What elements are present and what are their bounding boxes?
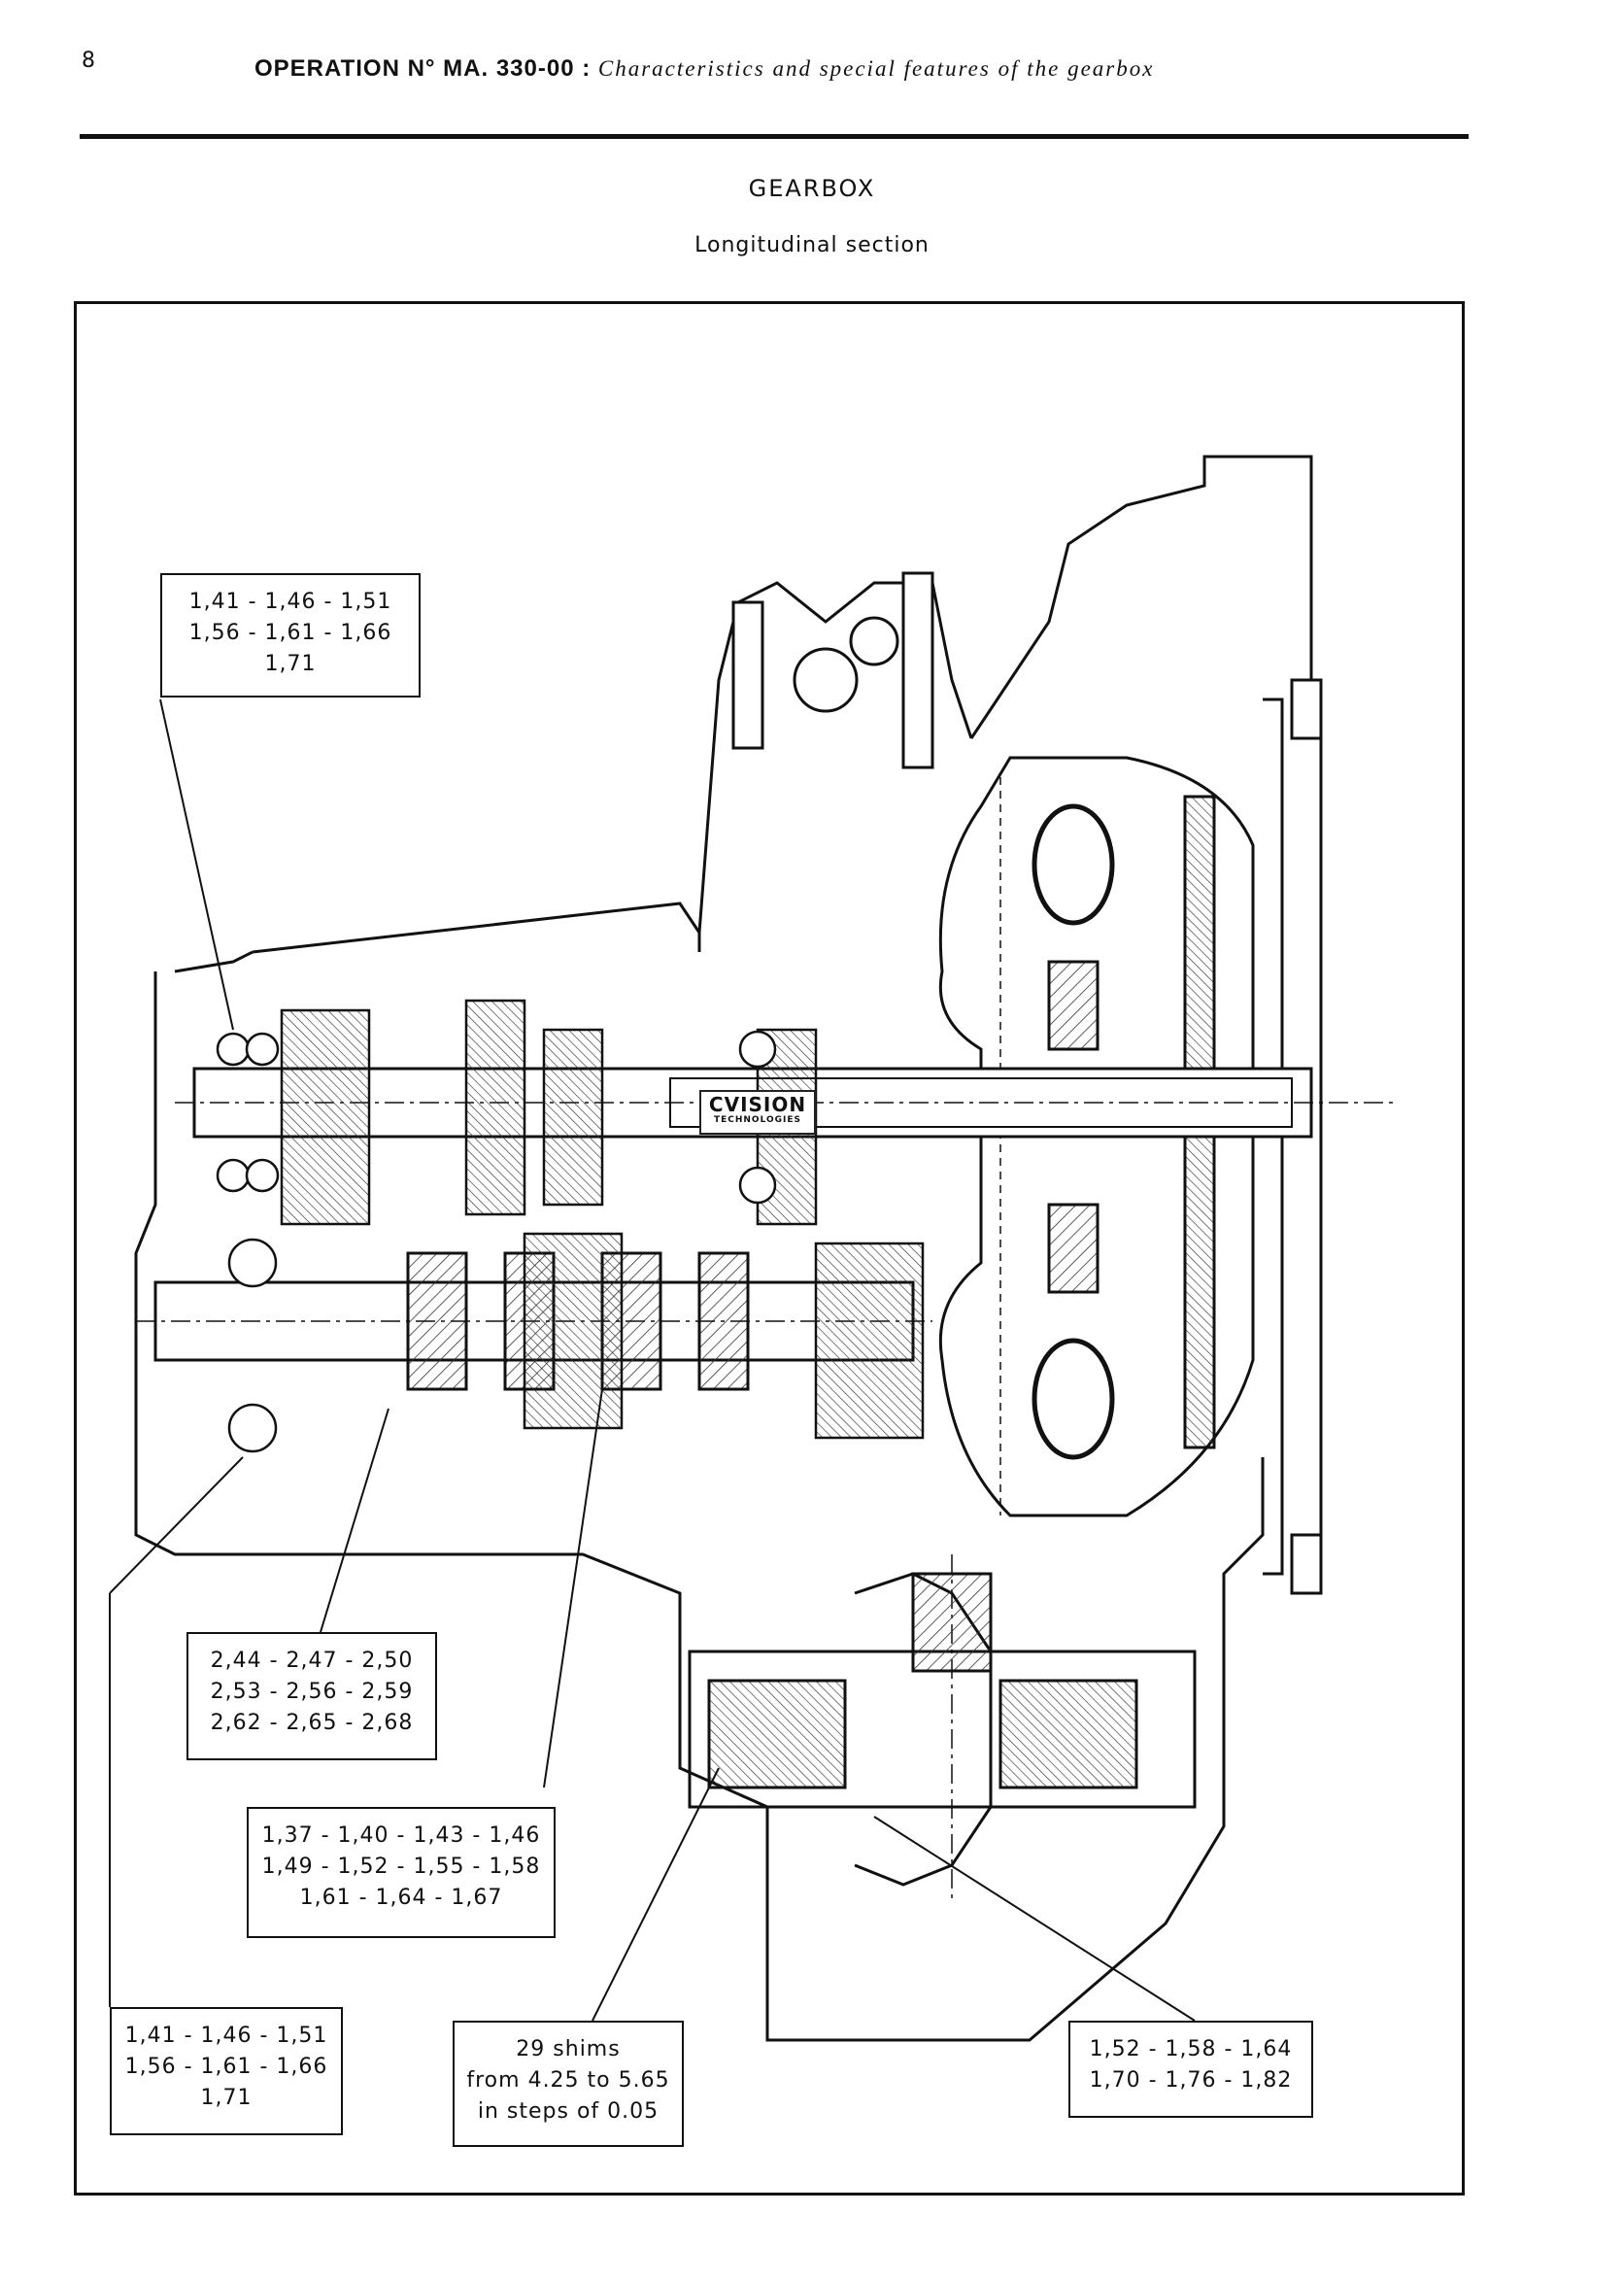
callout-mid-lower: 1,37 - 1,40 - 1,43 - 1,46 1,49 - 1,52 - … xyxy=(247,1807,556,1938)
diagram-frame xyxy=(74,301,1465,2196)
watermark-sub: TECHNOLOGIES xyxy=(713,1115,802,1125)
operation-code: OPERATION N° MA. 330-00 : xyxy=(254,55,592,82)
watermark-main: CVISION xyxy=(708,1093,807,1116)
callout-line: 1,37 - 1,40 - 1,43 - 1,46 xyxy=(261,1823,541,1848)
callout-line: 1,52 - 1,58 - 1,64 xyxy=(1089,2037,1293,2061)
callout-line: 1,56 - 1,61 - 1,66 xyxy=(124,2055,328,2079)
leader-lines xyxy=(109,698,1196,2022)
gears xyxy=(280,999,925,1440)
callout-top-left: 1,41 - 1,46 - 1,51 1,56 - 1,61 - 1,66 1,… xyxy=(160,573,421,698)
callout-line: from 4.25 to 5.65 xyxy=(466,2068,670,2093)
callout-bottom-left: 1,41 - 1,46 - 1,51 1,56 - 1,61 - 1,66 1,… xyxy=(110,2007,343,2135)
callout-bottom-right: 1,52 - 1,58 - 1,64 1,70 - 1,76 - 1,82 xyxy=(1068,2021,1313,2118)
bearings xyxy=(216,1030,777,1453)
callout-line: 2,62 - 2,65 - 2,68 xyxy=(210,1711,414,1735)
callout-line: 1,70 - 1,76 - 1,82 xyxy=(1089,2068,1293,2093)
callout-line: 1,41 - 1,46 - 1,51 xyxy=(188,590,392,614)
diagram-subtitle: Longitudinal section xyxy=(694,233,930,257)
callout-line: 2,44 - 2,47 - 2,50 xyxy=(210,1649,414,1673)
callout-line: 1,41 - 1,46 - 1,51 xyxy=(124,2024,328,2048)
watermark: CVISION TECHNOLOGIES xyxy=(699,1090,816,1135)
diagram-title: GEARBOX xyxy=(748,175,876,202)
callout-line: 1,56 - 1,61 - 1,66 xyxy=(188,621,392,645)
header-title: OPERATION N° MA. 330-00 : Characteristic… xyxy=(254,54,1154,83)
callout-line: 29 shims xyxy=(516,2037,621,2061)
callout-line: 2,53 - 2,56 - 2,59 xyxy=(210,1680,414,1704)
differential xyxy=(688,1554,1197,1904)
callout-line: 1,71 xyxy=(200,2086,253,2110)
mounting-studs xyxy=(731,571,1323,1595)
callout-line: 1,71 xyxy=(264,652,317,676)
operation-subtitle: Characteristics and special features of … xyxy=(597,56,1155,81)
callout-bottom-center: 29 shims from 4.25 to 5.65 in steps of 0… xyxy=(453,2021,684,2147)
header-rule xyxy=(80,134,1469,139)
page-number: 8 xyxy=(82,49,95,73)
callout-mid-upper: 2,44 - 2,47 - 2,50 2,53 - 2,56 - 2,59 2,… xyxy=(186,1632,437,1760)
callout-line: 1,61 - 1,64 - 1,67 xyxy=(299,1886,503,1910)
callout-line: in steps of 0.05 xyxy=(477,2099,660,2124)
callout-line: 1,49 - 1,52 - 1,55 - 1,58 xyxy=(261,1855,541,1879)
